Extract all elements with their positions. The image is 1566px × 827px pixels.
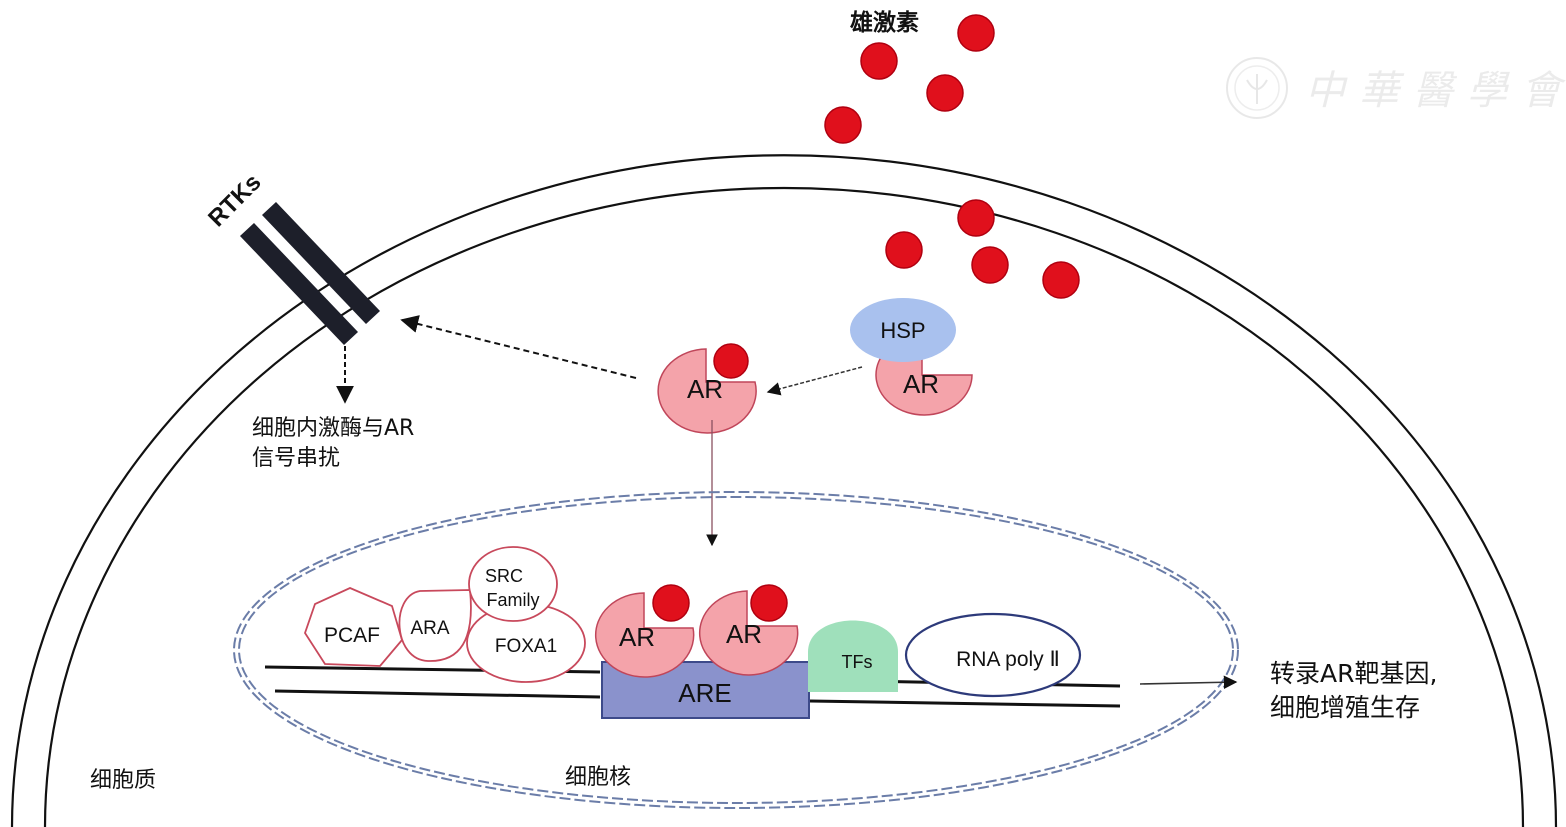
ar-androgen-complex: AR xyxy=(657,343,757,434)
androgen-molecule xyxy=(971,246,1009,284)
are-label: ARE xyxy=(678,678,731,708)
ar-protein-dna-bound xyxy=(698,590,799,676)
foxa1-cofactor: FOXA1 xyxy=(466,603,586,683)
ar-active-label: AR xyxy=(687,374,723,404)
androgen-molecule xyxy=(860,42,898,80)
src-family-shape xyxy=(468,546,558,622)
rtk-bar-lower xyxy=(240,223,358,345)
src-family-label-line2: Family xyxy=(487,590,540,610)
ar-dimer: AR AR xyxy=(594,584,799,678)
tfs-shape xyxy=(808,620,898,692)
nucleus-envelope xyxy=(233,491,1239,809)
androgen-molecules-extracellular xyxy=(824,14,995,144)
src-family-cofactor: SRC Family xyxy=(468,546,558,622)
cell-membrane xyxy=(10,153,1558,827)
cell-membrane-outer xyxy=(10,153,1558,827)
src-family-label-line1: SRC xyxy=(485,566,523,586)
tfs-label: TFs xyxy=(842,652,873,672)
ar-dimer-right: AR xyxy=(698,584,799,676)
hsp-protein xyxy=(850,298,956,362)
crosstalk-label-line2: 信号串扰 xyxy=(252,446,340,471)
rna-pol-label: RNA poly Ⅱ xyxy=(956,648,1060,671)
foxa1-label: FOXA1 xyxy=(495,636,557,657)
androgen-molecule xyxy=(926,74,964,112)
androgen-molecule xyxy=(957,14,995,52)
watermark: 中華醫學會 xyxy=(1226,57,1566,119)
hsp-ar-complex: HSP AR xyxy=(850,298,973,416)
nucleus-envelope-outer xyxy=(233,491,1239,809)
androgen-molecules-intracellular xyxy=(885,199,1080,299)
rtk-bar-upper xyxy=(262,202,380,324)
nucleus-envelope-inner xyxy=(238,496,1234,804)
androgen-bound xyxy=(652,584,690,622)
pcaf-label: PCAF xyxy=(324,624,380,647)
rna-polymerase-ii: RNA poly Ⅱ xyxy=(904,612,1082,698)
ar-to-rtk-arrow xyxy=(400,315,637,379)
tfs-factor: TFs xyxy=(808,620,898,692)
nucleus-label: 细胞核 xyxy=(565,765,631,790)
ara-cofactor: ARA xyxy=(398,589,472,662)
ar-dimer-left: AR xyxy=(594,584,695,678)
watermark-text: 中華醫學會 xyxy=(1305,68,1566,114)
pcaf-cofactor: PCAF xyxy=(304,587,404,667)
ara-label: ARA xyxy=(410,618,449,639)
androgen-molecule xyxy=(957,199,995,237)
androgen-molecule xyxy=(1042,261,1080,299)
ar-dimer-left-label: AR xyxy=(619,622,655,652)
androgen-molecule xyxy=(824,106,862,144)
outcome-label-line1: 转录AR靶基因, xyxy=(1270,659,1437,688)
androgen-bound xyxy=(713,343,749,379)
ar-dimer-right-label: AR xyxy=(726,619,762,649)
pcaf-shape xyxy=(304,587,404,667)
cytoplasm-label: 细胞质 xyxy=(90,768,156,793)
cell-membrane-inner xyxy=(43,186,1525,827)
ara-shape xyxy=(398,589,472,662)
cma-emblem-icon xyxy=(1226,57,1288,119)
ar-protein-dna-bound xyxy=(594,592,695,678)
ar-inactive-label: AR xyxy=(903,369,939,399)
transcription-output-arrow xyxy=(1139,675,1238,690)
rna-pol-shape xyxy=(904,612,1082,698)
rtk-receptor xyxy=(240,202,380,345)
outcome-label-line2: 细胞增殖生存 xyxy=(1270,693,1420,722)
dna-strand-lower xyxy=(274,689,1121,708)
androgen-bound xyxy=(750,584,788,622)
ar-protein-active xyxy=(657,348,757,434)
rtks-label: RTKs xyxy=(203,169,266,232)
crosstalk-label-line1: 细胞内激酶与AR xyxy=(252,416,414,441)
hsp-label: HSP xyxy=(880,318,925,343)
hsp-dissociation-arrow xyxy=(766,366,863,396)
androgen-label: 雄激素 xyxy=(849,9,919,36)
androgen-molecule xyxy=(885,231,923,269)
